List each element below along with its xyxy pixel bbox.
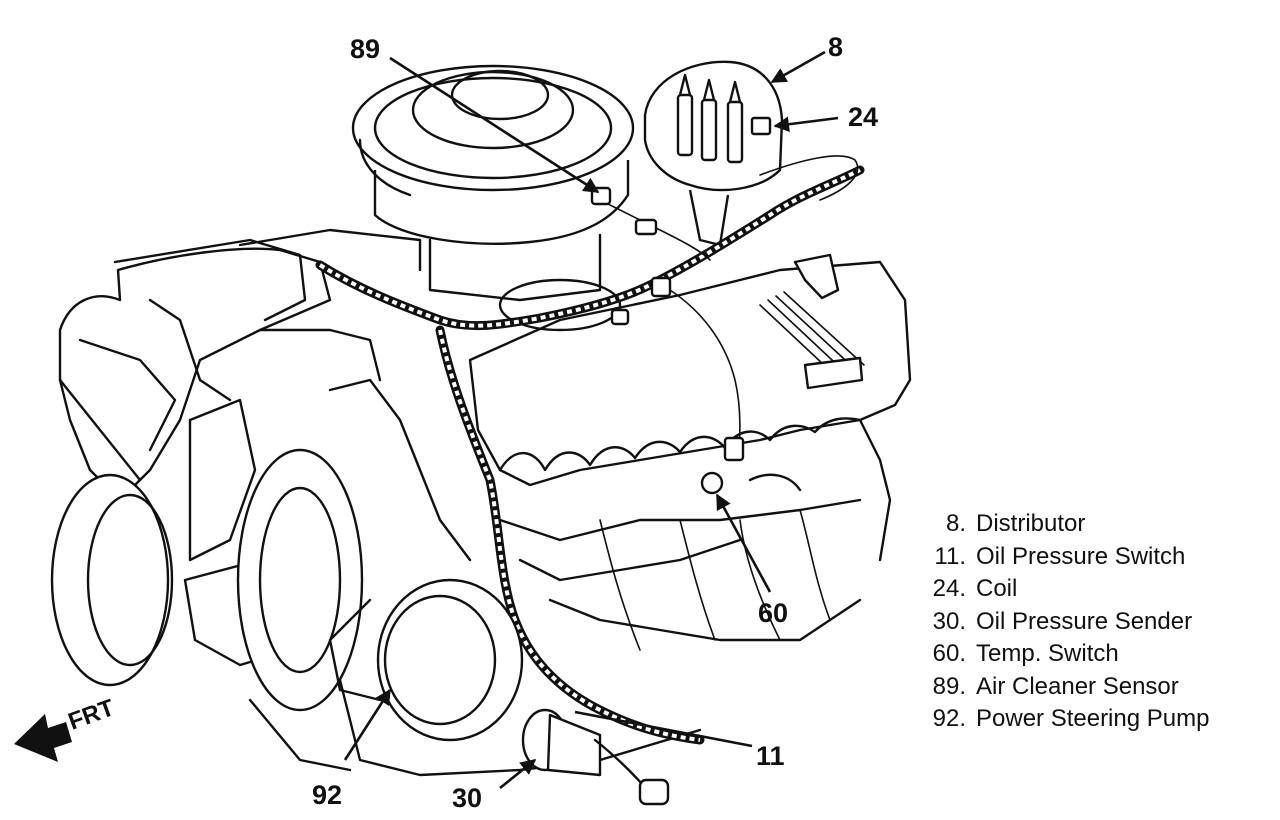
distributor — [643, 60, 784, 247]
callout-11: 11 — [756, 741, 785, 771]
parts-legend: 8. Distributor 11. Oil Pressure Switch 24.… — [912, 508, 1272, 736]
legend-label: Temp. Switch — [976, 640, 1119, 667]
air-cleaner — [351, 64, 635, 332]
legend-label: Oil Pressure Switch — [976, 542, 1186, 570]
callout-89: 89 — [350, 34, 380, 64]
legend-number: 92. — [932, 705, 966, 732]
legend-label: Air Cleaner Sensor — [976, 672, 1179, 700]
front-arrow: FRT — [14, 694, 118, 762]
legend-number: 30. — [932, 607, 966, 635]
legend-item: 92. Power Steering Pump — [912, 703, 1272, 736]
legend-number: 8. — [945, 510, 966, 537]
legend-label: Power Steering Pump — [976, 705, 1210, 732]
legend-item: 24. Coil — [912, 573, 1272, 606]
engine-block — [58, 228, 892, 777]
callout-8: 8 — [828, 32, 843, 62]
callout-24: 24 — [848, 102, 878, 132]
legend-item: 11. Oil Pressure Switch — [912, 541, 1272, 574]
callout-60: 60 — [758, 598, 788, 628]
callout-30: 30 — [452, 783, 482, 813]
legend-item: 89. Air Cleaner Sensor — [912, 671, 1272, 704]
oil-pressure-sender — [521, 708, 670, 806]
legend-label: Coil — [976, 575, 1018, 602]
legend-number: 24. — [932, 575, 966, 602]
legend-number: 60. — [932, 640, 966, 667]
temp-switch — [700, 471, 802, 495]
leader-lines — [343, 50, 839, 790]
arrow-left-icon — [14, 714, 72, 762]
legend-item: 60. Temp. Switch — [912, 638, 1272, 671]
callout-92: 92 — [312, 780, 342, 810]
power-steering-pump — [328, 578, 524, 742]
legend-item: 8. Distributor — [912, 508, 1272, 541]
legend-label: Oil Pressure Sender — [976, 607, 1193, 635]
front-label: FRT — [65, 694, 118, 735]
valve-cover — [468, 253, 912, 487]
legend-number: 89. — [932, 672, 966, 700]
legend-number: 11. — [934, 542, 966, 570]
legend-label: Distributor — [976, 510, 1086, 537]
callout-labels: 89 8 24 60 11 92 30 — [312, 32, 878, 813]
legend-item: 30. Oil Pressure Sender — [912, 606, 1272, 639]
